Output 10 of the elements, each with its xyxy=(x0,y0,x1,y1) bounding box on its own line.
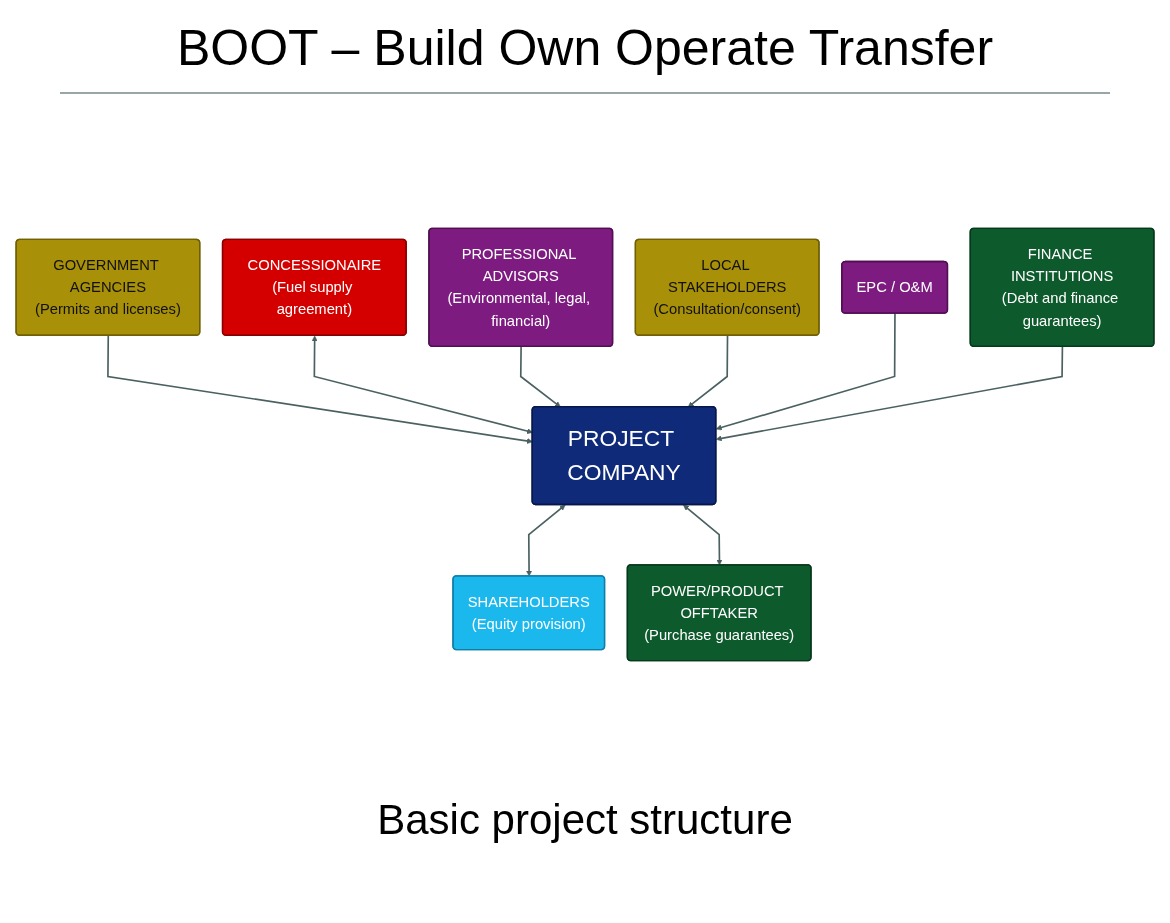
arrow xyxy=(715,312,896,430)
arrow xyxy=(715,345,1064,441)
arrow xyxy=(311,335,533,434)
arrow xyxy=(107,334,533,444)
arrow xyxy=(683,504,723,565)
arrow xyxy=(526,504,566,576)
caption: Basic project structure xyxy=(376,795,794,845)
title: BOOT – Build Own Operate Transfer xyxy=(175,19,995,78)
arrow xyxy=(519,345,561,407)
arrow xyxy=(687,334,729,407)
